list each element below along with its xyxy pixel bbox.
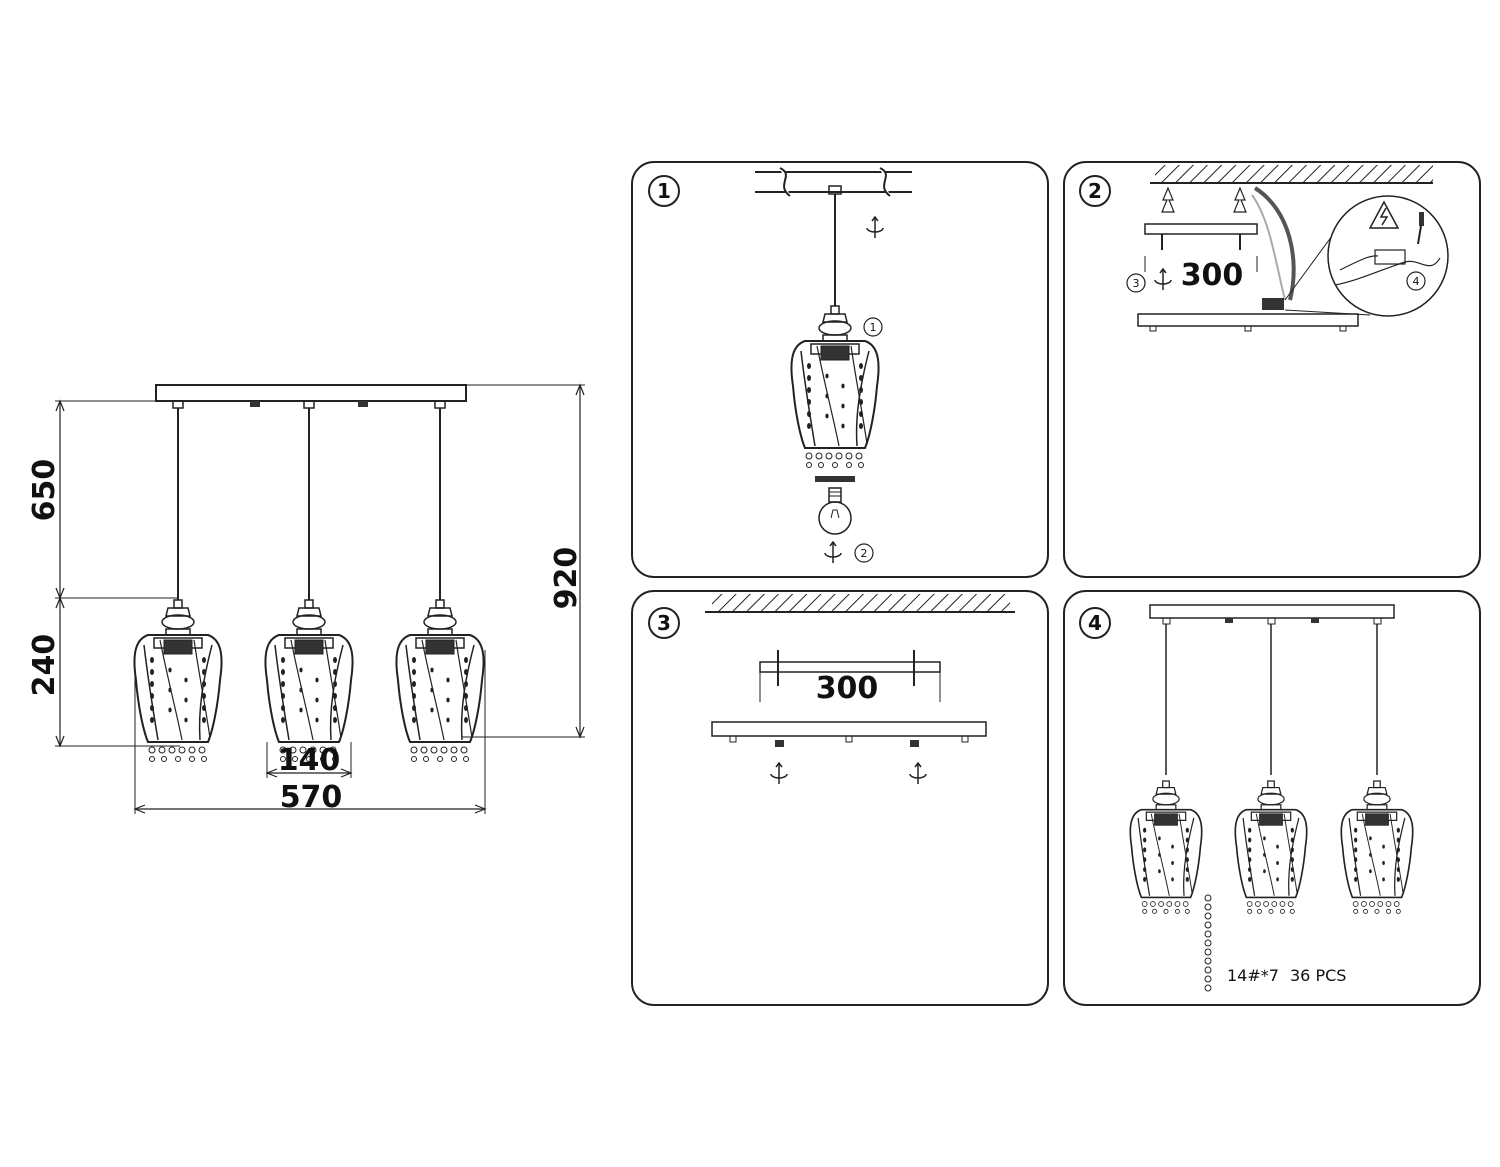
- panel-number: 3: [657, 611, 671, 635]
- callout-1: 1: [870, 321, 877, 334]
- callout-4: 4: [1413, 275, 1420, 288]
- dim-top-height: 650: [27, 459, 62, 522]
- crystal-chain-icon: [1204, 894, 1212, 992]
- screwdriver-icon: [1417, 212, 1424, 245]
- panel-number: 2: [1088, 179, 1102, 203]
- wiring-detail: [1327, 195, 1449, 317]
- panel-4: 4 14#*7 36 PCS: [1063, 590, 1481, 1006]
- callout-2: 2: [861, 547, 868, 560]
- panel-3: 3 300: [631, 590, 1049, 1006]
- wall-anchor-icon: [1161, 186, 1247, 213]
- canopy-plate: [711, 721, 987, 737]
- canopy-plate: [1149, 604, 1395, 619]
- pendant-shade: [133, 599, 223, 763]
- dim-bottom-height: 240: [27, 634, 62, 697]
- callout-3: 3: [1133, 277, 1140, 290]
- canopy-plate: [1137, 313, 1359, 327]
- pendant-shade: [264, 599, 354, 763]
- bulb-icon: [818, 487, 852, 535]
- dim-shade-width: 140: [278, 743, 341, 778]
- plate-length: 300: [1181, 258, 1244, 293]
- panel-2: 2 300 3: [1063, 161, 1481, 578]
- electric-warning-icon: [1368, 200, 1400, 229]
- mounting-bracket: [1144, 223, 1258, 235]
- dim-total-width: 570: [280, 780, 343, 815]
- panel-1: 1 1 2: [631, 161, 1049, 578]
- crystal-qty: 36 PCS: [1290, 966, 1346, 985]
- dimension-drawing: 650 240 920 140 570: [27, 383, 585, 815]
- crystal-spec: 14#*7: [1227, 966, 1279, 985]
- dim-total-height: 920: [549, 547, 584, 610]
- plate-length: 300: [816, 671, 879, 706]
- panel-number: 4: [1088, 611, 1102, 635]
- canopy-plate: [155, 384, 467, 402]
- mounting-bracket: [759, 661, 941, 673]
- panel-number: 1: [657, 179, 671, 203]
